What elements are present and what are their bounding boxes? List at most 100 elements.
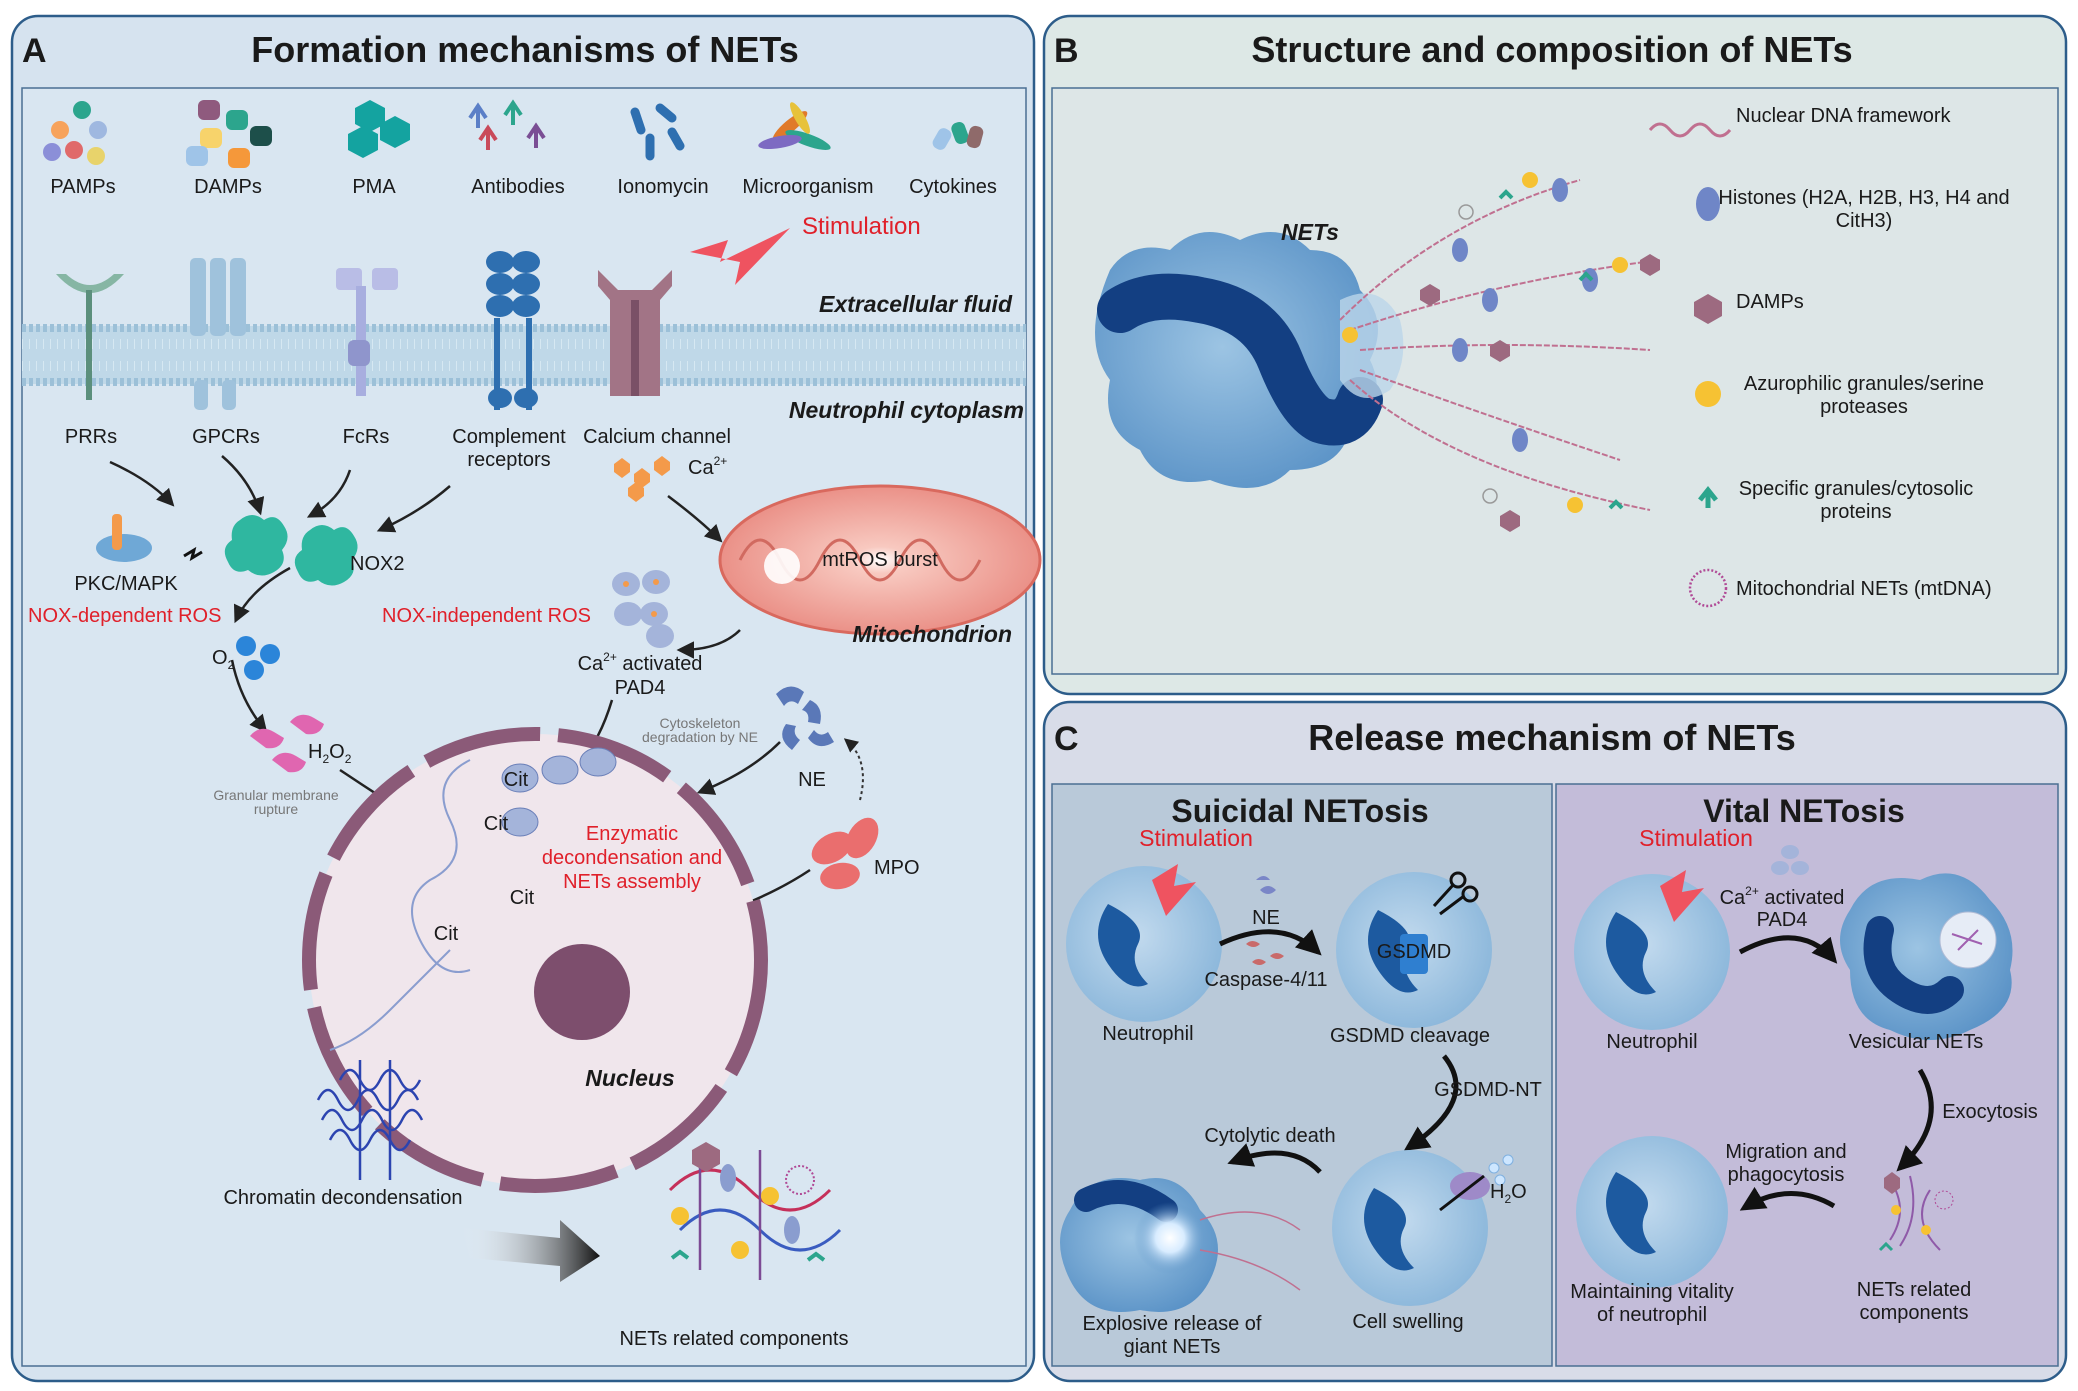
panel-c-letter: C xyxy=(1054,720,1079,758)
legend-azuro: proteases xyxy=(1820,396,1908,418)
legend-dna: Nuclear DNA framework xyxy=(1736,105,1952,127)
panel-c-title: Release mechanism of NETs xyxy=(1308,717,1796,758)
vital-neutrophil xyxy=(1574,870,1730,1030)
pad4-icon xyxy=(612,570,674,648)
panel-a-letter: A xyxy=(22,32,47,70)
stimulation-label: Stimulation xyxy=(802,213,921,240)
suicidal-title: Suicidal NETosis xyxy=(1171,793,1428,829)
stimulus-label: PAMPs xyxy=(50,176,115,198)
legend-mito: Mitochondrial NETs (mtDNA) xyxy=(1736,578,1992,600)
lightning-icon xyxy=(183,546,203,562)
explosive-label: giant NETs xyxy=(1124,1336,1221,1358)
receptor-label: receptors xyxy=(467,449,550,471)
nox2-label: NOX2 xyxy=(350,553,404,575)
legend-damps: DAMPs xyxy=(1736,291,1804,313)
stimulation-bolt-icon xyxy=(1660,870,1704,922)
chromatin-icon xyxy=(316,1060,424,1180)
oxygen-icon xyxy=(236,636,280,680)
receptor-label: PRRs xyxy=(65,426,117,448)
suicidal-stimulation: Stimulation xyxy=(1139,825,1253,851)
microorganism-icon xyxy=(758,102,831,150)
ne-small-icon xyxy=(1256,876,1276,894)
mpo-ne-arrow xyxy=(843,738,864,801)
suicidal-arrow xyxy=(1218,929,1322,956)
nets-strand-components xyxy=(1342,172,1660,532)
mitochondrion-icon xyxy=(718,484,1042,636)
stimulus-label: Antibodies xyxy=(471,176,564,198)
dna-framework-icon xyxy=(1648,122,1732,138)
fcr-receptor-icon xyxy=(336,268,398,396)
maintain-label: Maintaining vitality xyxy=(1570,1281,1733,1303)
gsdmd-nt-arrow xyxy=(1403,1054,1459,1151)
h2o-label: H2O xyxy=(1490,1181,1527,1206)
panel-b: B Structure and composition of NETs NETs xyxy=(1042,14,2068,696)
pad4-label: Ca2+ activated xyxy=(578,650,703,675)
nox-dependent-ros-label: NOX-dependent ROS xyxy=(28,605,221,627)
legend-azuro: Azurophilic granules/serine xyxy=(1744,373,1984,395)
legend-histones: Histones (H2A, H2B, H3, H4 and xyxy=(1718,187,2009,209)
pamps-icon xyxy=(43,101,107,165)
chromatin-label: Chromatin decondensation xyxy=(223,1187,462,1209)
exocytosis-label: Exocytosis xyxy=(1942,1101,2038,1123)
stimulus-label: DAMPs xyxy=(194,176,262,198)
ca-ion-label: Ca2+ xyxy=(688,454,727,479)
cytoskeleton-label: Cytoskeleton xyxy=(660,715,741,731)
vital-pad4-label: Ca2+ activated xyxy=(1720,884,1845,909)
vital-pad4-label: PAD4 xyxy=(1757,909,1808,931)
calcium-ions-icon xyxy=(614,456,670,502)
vital-related-label: components xyxy=(1860,1302,1969,1324)
mtros-label: mtROS burst xyxy=(822,549,938,571)
receptor-label: Complement xyxy=(452,426,566,448)
gsdmd-nt-label: GSDMD-NT xyxy=(1434,1079,1542,1101)
citrullinated-histones xyxy=(501,747,617,837)
mpo-label: MPO xyxy=(874,857,920,879)
nets-related-label: NETs related components xyxy=(619,1328,848,1350)
stimulus-label: PMA xyxy=(352,176,396,198)
stimulation-bolt-icon xyxy=(1152,864,1196,916)
pad4-label: PAD4 xyxy=(615,677,666,699)
azurophilic-icon xyxy=(1695,381,1721,407)
granular-label: Granular membrane xyxy=(213,787,338,803)
h2o2-icon xyxy=(250,714,324,773)
pkc-mapk-icon xyxy=(96,514,152,562)
pma-icon xyxy=(348,100,410,158)
cell-membrane xyxy=(22,324,1026,386)
panel-c: C Release mechanism of NETs Suicidal NET… xyxy=(1042,700,2068,1383)
damps-legend-icon xyxy=(1694,294,1722,324)
enzymatic-label: Enzymatic xyxy=(586,823,678,845)
exocytosis-arrow xyxy=(1896,1068,1934,1172)
vital-arrow xyxy=(1738,935,1838,964)
caspase-label: Caspase-4/11 xyxy=(1204,969,1327,991)
explosive-label: Explosive release of xyxy=(1083,1313,1262,1335)
vital-title: Vital NETosis xyxy=(1703,793,1905,829)
damps-icon xyxy=(186,100,272,168)
legend-specific: Specific granules/cytosolic xyxy=(1739,478,1974,500)
receptor-label: FcRs xyxy=(343,426,390,448)
gsdmd-cleavage-label: GSDMD cleavage xyxy=(1330,1025,1490,1047)
stimulus-label: Microorganism xyxy=(742,176,873,198)
big-arrow-icon xyxy=(462,1220,600,1282)
cit-label: Cit xyxy=(504,769,529,791)
nucleus xyxy=(302,727,768,1193)
enzymatic-label: NETs assembly xyxy=(563,871,701,893)
o2-label: O2 xyxy=(212,647,235,672)
vital-neutrophil-label: Neutrophil xyxy=(1606,1031,1697,1053)
legend-specific: proteins xyxy=(1820,501,1891,523)
vital-stimulation: Stimulation xyxy=(1639,825,1753,851)
complement-receptor-icon xyxy=(486,251,540,410)
specific-granules-icon xyxy=(1698,485,1718,508)
suicidal-neutrophil xyxy=(1066,864,1222,1022)
ne-label: NE xyxy=(798,769,826,791)
vital-nets-components-icon xyxy=(1878,1172,1954,1252)
cytolytic-label: Cytolytic death xyxy=(1204,1125,1335,1147)
cytoskeleton-label: degradation by NE xyxy=(642,729,758,745)
extracellular-label: Extracellular fluid xyxy=(819,291,1013,317)
antibodies-icon xyxy=(468,99,546,150)
migration-arrow xyxy=(1739,1186,1836,1211)
vesicular-cell xyxy=(1840,873,2013,1040)
migration-label: phagocytosis xyxy=(1728,1164,1845,1186)
panel-b-title: Structure and composition of NETs xyxy=(1251,29,1852,70)
nox2-icon xyxy=(224,515,358,586)
